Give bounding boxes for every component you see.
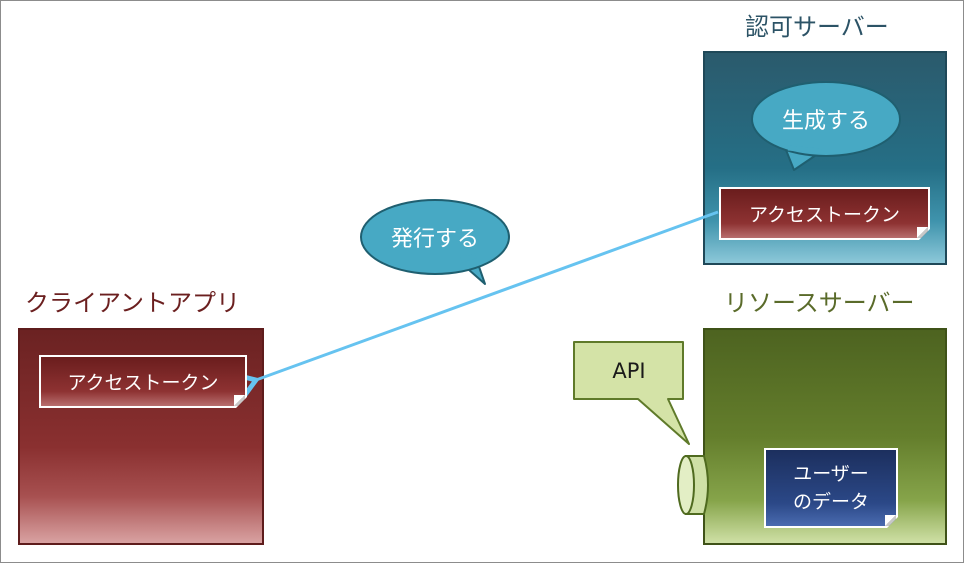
api-label: API <box>612 359 646 383</box>
auth-access-token-note: アクセストークン <box>719 187 930 240</box>
client-access-token-note: アクセストークン <box>39 355 247 408</box>
note-fold-icon <box>885 515 896 526</box>
issue-callout <box>360 199 510 285</box>
resource-server-title: リソースサーバー <box>724 289 915 317</box>
issue-label: 発行する <box>390 227 479 252</box>
user-data-line2: のデータ <box>792 491 869 513</box>
api-connector-icon <box>677 455 709 515</box>
auth-server-title: 認可サーバー <box>745 13 889 41</box>
issue-arrow <box>234 210 719 399</box>
user-data-note: ユーザー のデータ <box>764 448 898 528</box>
auth-access-token-label: アクセストークン <box>748 204 901 226</box>
note-fold-icon <box>234 395 245 406</box>
generate-callout <box>751 81 901 171</box>
generate-label: 生成する <box>781 109 870 134</box>
client-access-token-label: アクセストークン <box>67 372 219 394</box>
user-data-line1: ユーザー <box>793 463 869 485</box>
api-callout <box>573 341 690 445</box>
note-fold-icon <box>917 227 928 238</box>
client-app-title: クライアントアプリ <box>25 289 241 317</box>
